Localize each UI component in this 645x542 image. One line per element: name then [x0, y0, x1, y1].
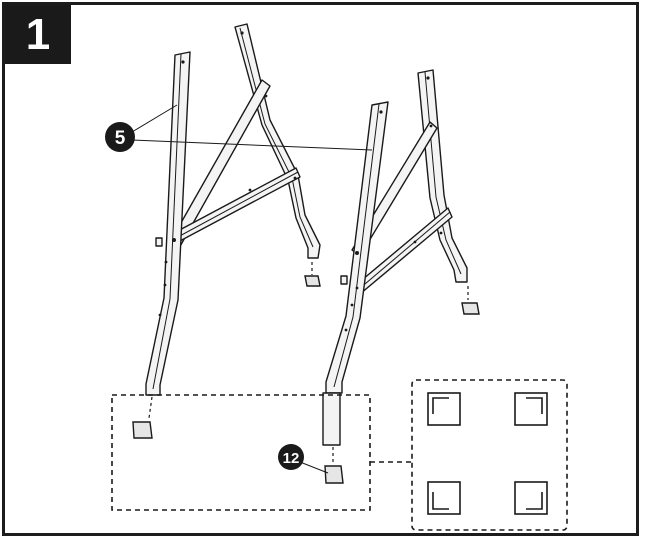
foot-cap-right-rear	[461, 302, 480, 315]
detail-zone-box	[111, 394, 371, 511]
callout-5: 5	[105, 104, 373, 152]
step-number-badge: 1	[5, 5, 71, 64]
right-front-leg	[325, 101, 389, 394]
left-leg-frame	[145, 23, 321, 396]
right-leg-frame	[322, 69, 468, 446]
callout-12-label: 12	[283, 450, 300, 467]
callout-12: 12	[278, 444, 329, 474]
foot-cap-views	[427, 392, 548, 515]
foot-cap-detail-box	[411, 379, 568, 531]
right-rear-leg	[417, 69, 468, 283]
illustration-frame	[2, 2, 639, 536]
foot-cap-right-front	[324, 465, 344, 484]
foot-cap-left-front	[132, 421, 153, 439]
foot-caps	[132, 262, 480, 484]
callout-5-label: 5	[115, 128, 126, 149]
foot-cap-left-rear	[304, 275, 321, 287]
